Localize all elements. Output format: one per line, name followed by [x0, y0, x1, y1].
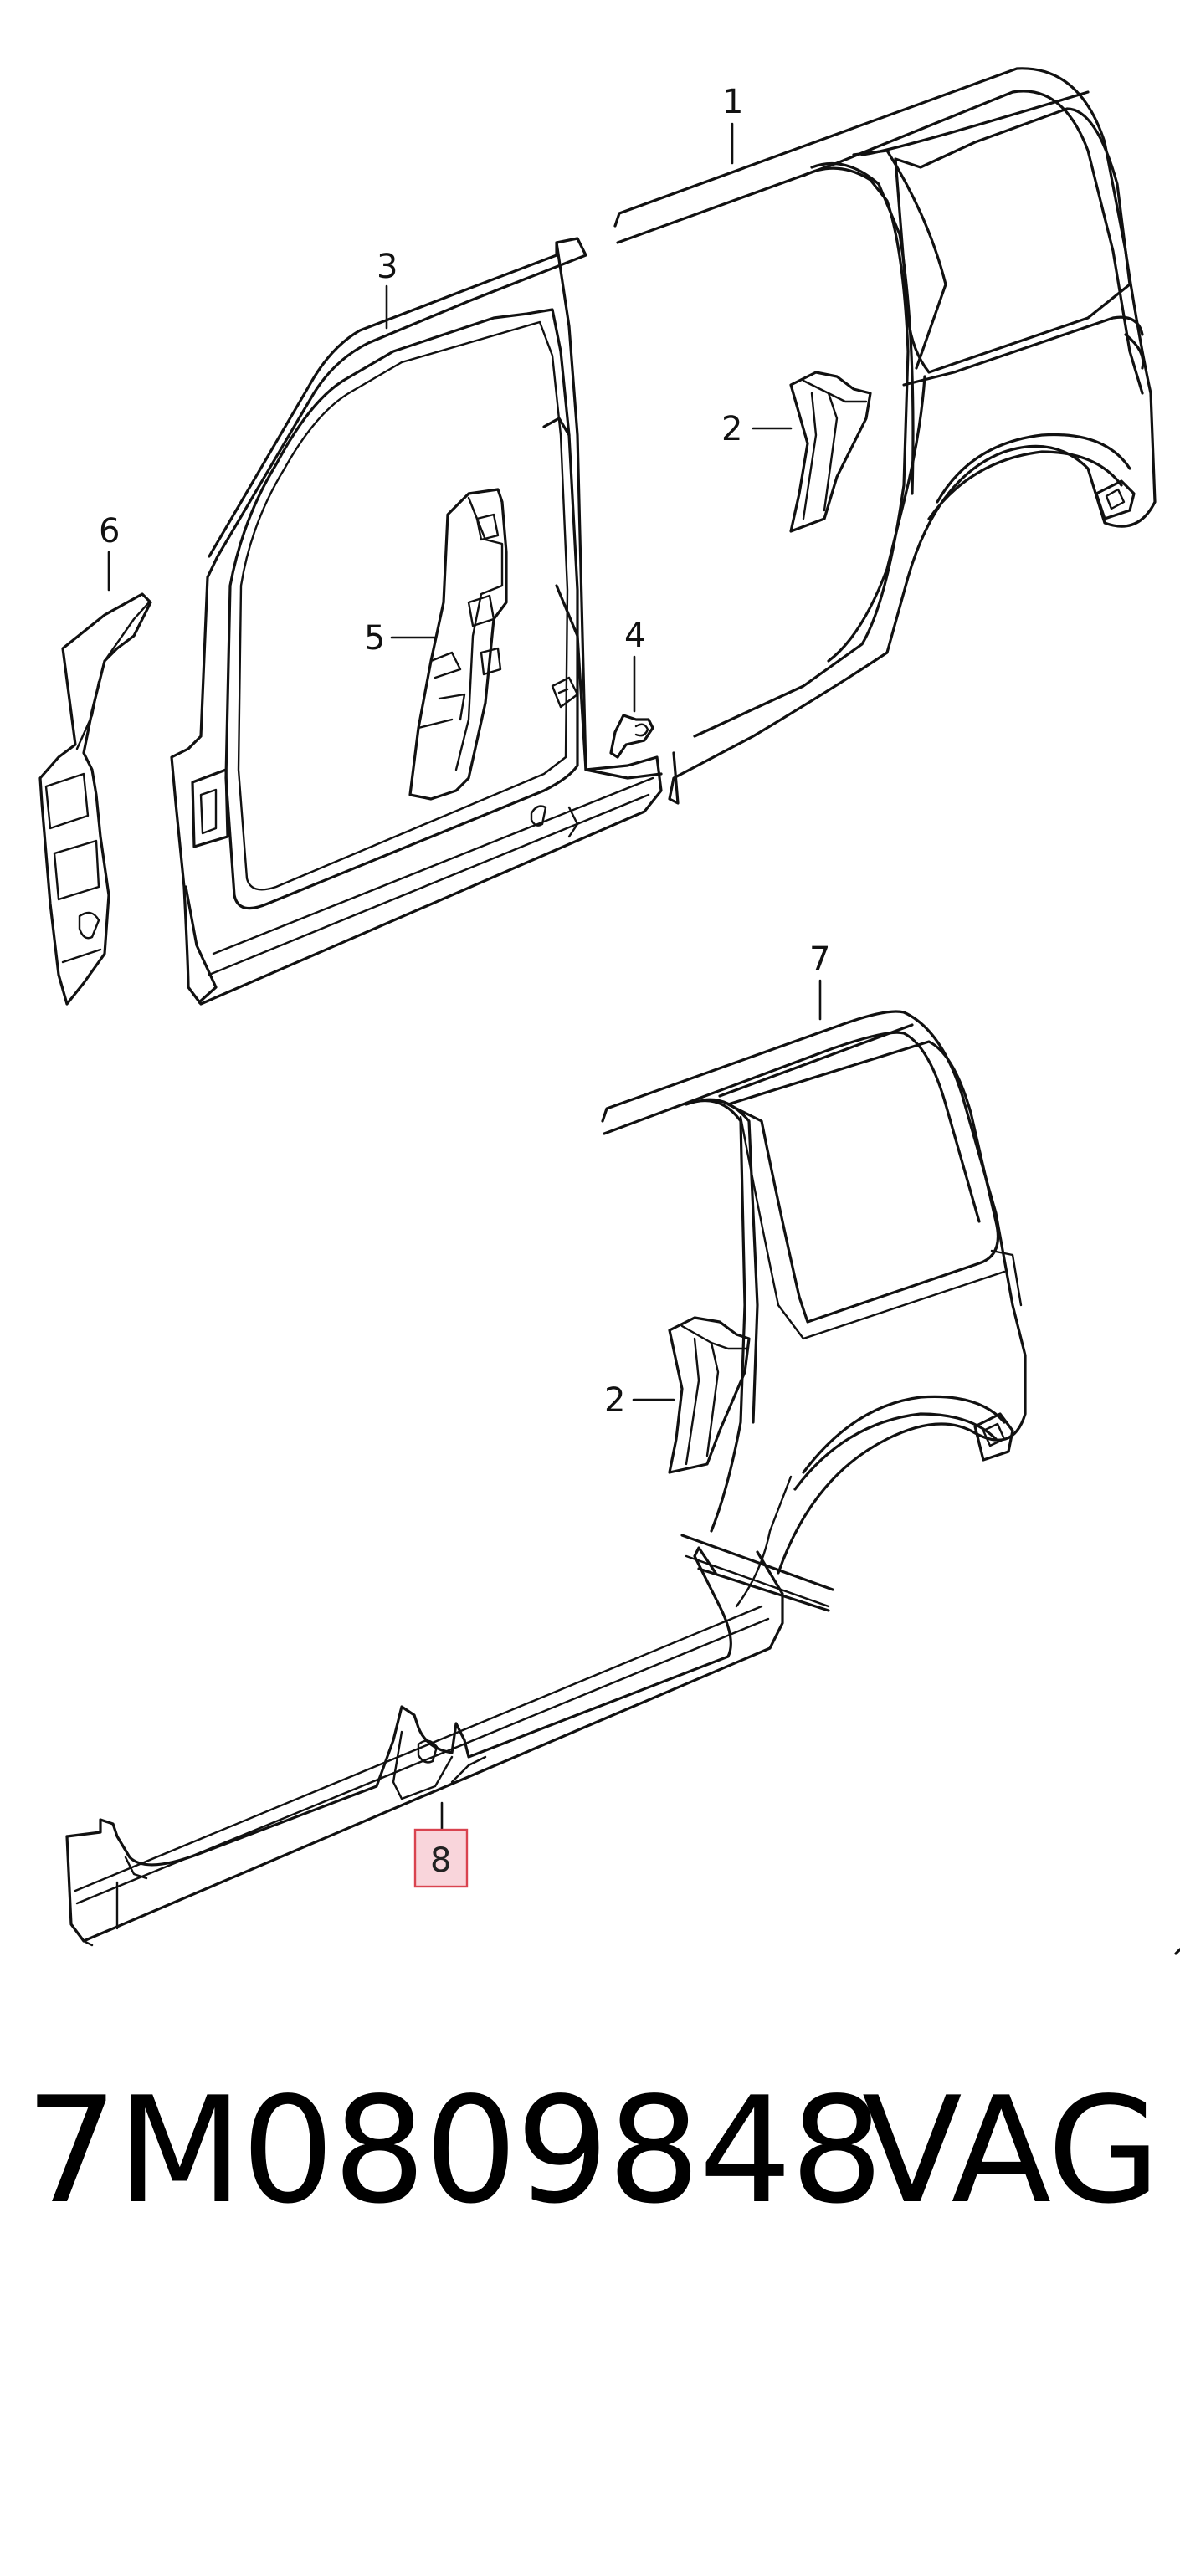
- callout-8-highlight-box: [413, 1828, 469, 1888]
- callout-1: 1: [722, 83, 743, 121]
- callout-5: 5: [364, 619, 385, 658]
- footer-caption: 7M0809848 VAG: [0, 2066, 1180, 2276]
- part-2-inner-reinforcement-upper: [789, 371, 872, 533]
- part-5-pillar-reinforcement: [408, 488, 508, 801]
- callout-7: 7: [809, 940, 830, 979]
- callout-4: 4: [624, 617, 645, 655]
- part-number: 7M0809848: [25, 2066, 884, 2236]
- callout-2-lower: 2: [604, 1381, 625, 1420]
- callout-2-upper: 2: [721, 410, 742, 448]
- part-7-rear-quarter-panel: [601, 1010, 1180, 1955]
- brand-name: VAG: [862, 2066, 1161, 2236]
- part-3-front-side-frame: [170, 237, 663, 1006]
- callout-8: 8: [430, 1841, 451, 1880]
- callout-3: 3: [377, 248, 398, 286]
- part-6-a-pillar-reinforcement: [38, 592, 152, 1006]
- part-2-inner-reinforcement-lower: [668, 1316, 751, 1474]
- part-4-bracket: [609, 714, 654, 759]
- parts-diagram: 1 2 3 4 5 6 7 2 8: [38, 67, 1180, 1955]
- part-8-sill-panel: [65, 1475, 834, 1947]
- part-1-rear-side-panel: [613, 67, 1157, 805]
- callout-6: 6: [99, 512, 120, 551]
